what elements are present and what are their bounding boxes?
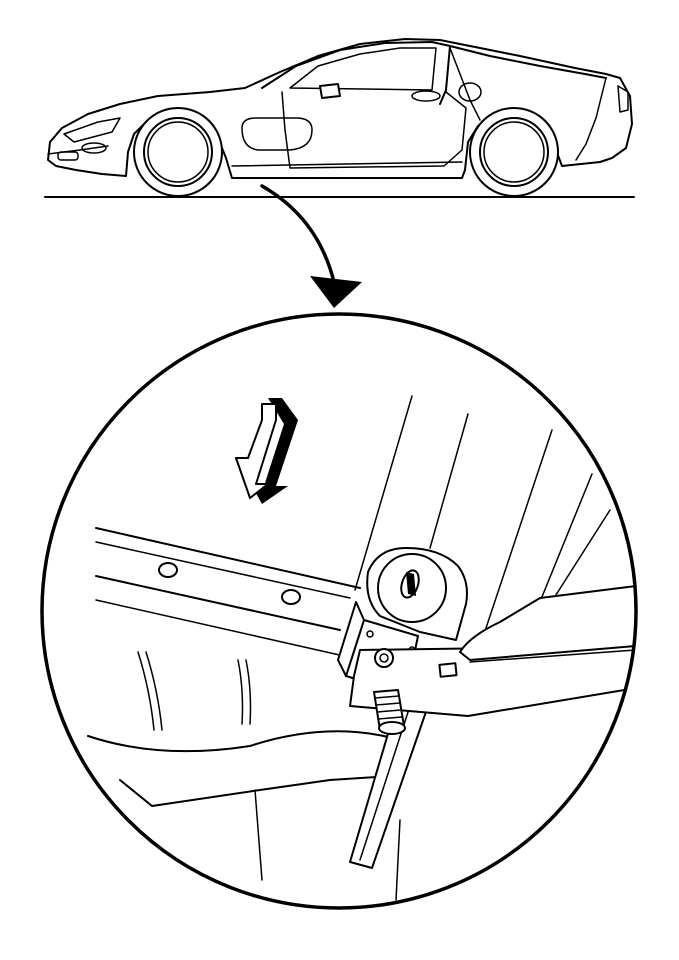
- panel-contour: [145, 651, 163, 731]
- detail-view: [40, 312, 638, 910]
- door-rail-lower: [95, 575, 341, 631]
- panel-contour: [137, 651, 155, 731]
- install-direction-arrow-icon: [235, 398, 298, 504]
- car-rear-roof: [449, 45, 607, 79]
- panel-contour: [237, 659, 244, 725]
- frame-edge-line: [481, 429, 553, 641]
- car-side-mirror: [319, 83, 341, 99]
- car-roof-line: [261, 41, 451, 105]
- door-rail-bottom: [95, 599, 345, 657]
- car-rear-wheel: [469, 107, 559, 197]
- car-headlight: [63, 117, 121, 143]
- lower-door-edge: [119, 775, 393, 807]
- car-fog-light: [57, 151, 79, 161]
- car-front-wheel: [133, 107, 223, 197]
- vehicle-side-view: [44, 38, 635, 198]
- lower-door-edge: [395, 819, 401, 901]
- car-window: [289, 47, 437, 91]
- car-fuel-door: [458, 82, 482, 102]
- tool-tab: [438, 662, 458, 678]
- car-turn-signal: [81, 142, 107, 154]
- car-c-pillar: [449, 47, 481, 121]
- door-rail-top: [95, 527, 361, 589]
- door-rail-mid: [95, 541, 351, 599]
- panel-contour: [245, 659, 252, 725]
- tool-body-top: [459, 585, 636, 661]
- car-door-outline: [281, 91, 467, 169]
- frame-edge-line: [354, 395, 413, 591]
- frame-edge-line: [429, 413, 469, 549]
- rail-rivet: [158, 562, 178, 578]
- lower-door-edge: [254, 789, 263, 881]
- car-rocker: [231, 161, 463, 167]
- bracket-side: [337, 601, 365, 677]
- detail-circle-border: [40, 312, 638, 910]
- curved-down-arrow-icon: [260, 184, 362, 308]
- rail-rivet: [281, 589, 301, 605]
- car-door-handle: [411, 90, 441, 102]
- car-side-vent: [241, 117, 313, 151]
- lower-door-contour: [87, 730, 401, 753]
- car-taillight: [617, 85, 629, 113]
- mount-hole-ring: [377, 553, 447, 623]
- threaded-stud-icon: [373, 648, 406, 735]
- car-rear-panel: [575, 77, 607, 161]
